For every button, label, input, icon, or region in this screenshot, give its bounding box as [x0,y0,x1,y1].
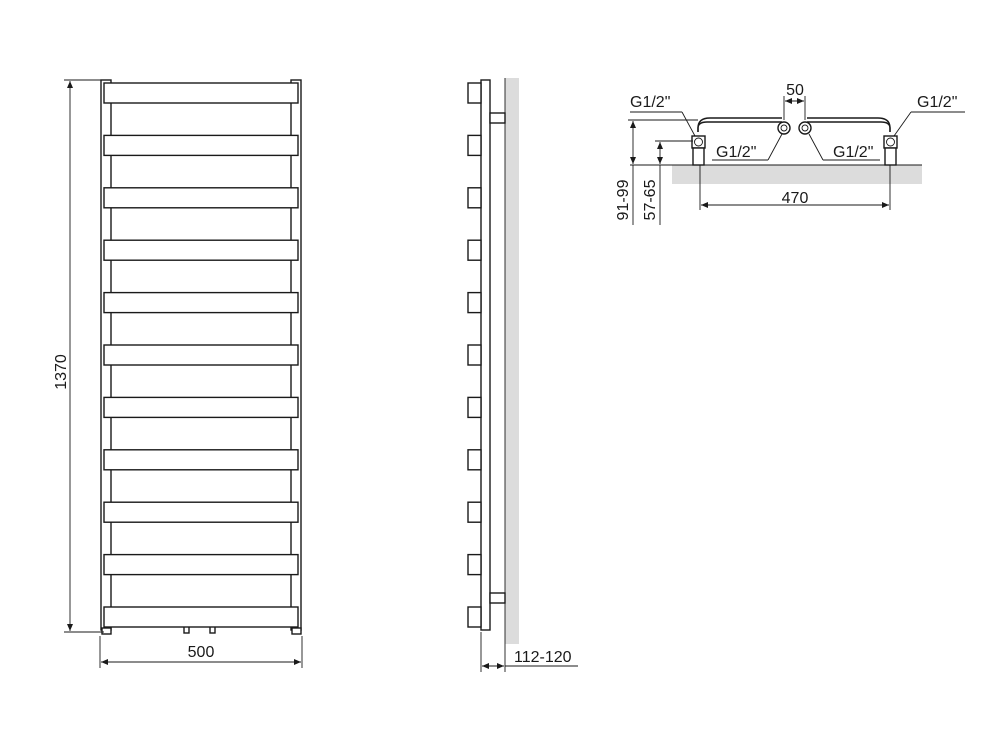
side-view [467,78,519,644]
width-label: 500 [188,644,215,661]
depth-label: 112-120 [514,649,572,666]
right-valve-stem [884,147,897,166]
connection-view: 50 470 91-99 57-65 G1/2" G1/2" G1/2" G1/… [615,82,965,225]
floor-surface [672,165,922,184]
front-rail [103,82,299,104]
side-rail [467,606,482,628]
depth-dimension: 112-120 [480,632,578,672]
inner-right-connection [798,121,812,135]
side-bracket-top [489,112,506,124]
front-view [100,79,302,635]
front-rail [103,501,299,523]
thread-label-bottom-left: G1/2" [716,144,756,161]
side-rails [467,82,482,628]
side-wall [505,78,519,644]
front-rail [103,606,299,628]
front-rail [103,239,299,261]
side-rail [467,291,482,314]
connection-distance-label: 470 [782,190,809,207]
width-dimension: 500 [99,636,303,668]
front-rail [103,449,299,471]
height-dimension: 1370 [53,79,104,633]
pipe-spacing-label: 50 [786,82,804,99]
side-column [480,79,491,631]
thread-label-top-left: G1/2" [630,94,670,111]
front-rail [103,396,299,419]
side-rail [467,501,482,523]
thread-label-top-right: G1/2" [917,94,957,111]
front-rail [103,187,299,209]
front-rail [103,553,299,576]
side-rail [467,344,482,366]
front-rails [103,82,299,628]
front-rail [103,291,299,314]
front-right-foot [291,627,302,635]
inner-left-connection [777,121,791,135]
side-rail [467,449,482,471]
side-bracket-bottom [489,592,506,604]
side-rail [467,239,482,261]
side-rail [467,396,482,419]
left-valve-stem [692,147,705,166]
side-rail [467,134,482,157]
side-rail [467,82,482,104]
front-rail [103,344,299,366]
inner-height-label: 57-65 [642,179,659,220]
side-rail [467,553,482,576]
thread-label-bottom-right: G1/2" [833,144,873,161]
height-label: 1370 [53,354,70,390]
front-rail [103,134,299,157]
side-rail [467,187,482,209]
front-left-foot [101,627,112,635]
outer-height-label: 91-99 [615,179,632,220]
